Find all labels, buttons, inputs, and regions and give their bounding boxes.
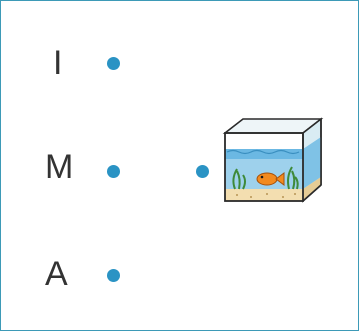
aquarium-with-goldfish-icon	[217, 115, 329, 209]
picture-dot[interactable]	[196, 165, 209, 178]
letter-a: A	[45, 257, 68, 291]
letter-m-dot[interactable]	[107, 165, 120, 178]
letter-m: M	[45, 150, 73, 184]
letter-i: I	[53, 46, 62, 80]
letter-i-dot[interactable]	[107, 57, 120, 70]
letter-a-dot[interactable]	[107, 269, 120, 282]
